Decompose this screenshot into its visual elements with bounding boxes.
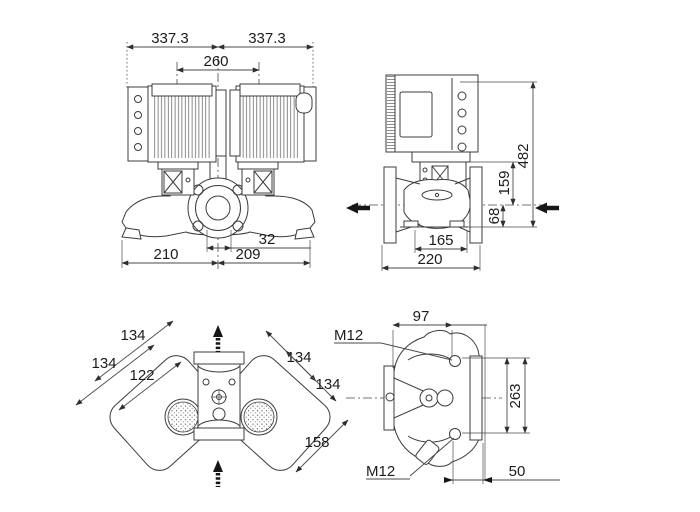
dim-label: 134 bbox=[315, 376, 340, 393]
dim-top-width: 97 bbox=[392, 308, 487, 480]
motor-right bbox=[229, 83, 317, 163]
flow-direction-arrow-left bbox=[346, 202, 370, 214]
dim-label: 263 bbox=[507, 383, 524, 408]
end-flange-left bbox=[383, 365, 395, 431]
foot-pad bbox=[449, 220, 465, 228]
dim-label: 158 bbox=[304, 434, 329, 451]
pump-foot-right bbox=[294, 227, 315, 240]
seal-section-left bbox=[157, 161, 199, 196]
dim-base-left: 210 bbox=[121, 240, 219, 268]
dim-label: 337.3 bbox=[151, 30, 189, 47]
flow-direction-arrow-right bbox=[535, 202, 559, 214]
dim-label: 482 bbox=[515, 143, 532, 168]
dim-right-overall: 134 bbox=[285, 350, 341, 402]
dim-left-overall: 134 bbox=[75, 344, 155, 406]
dim-label: 159 bbox=[496, 170, 513, 195]
dim-label: 122 bbox=[129, 367, 154, 384]
thread-label: M12 bbox=[334, 327, 363, 344]
motor-left bbox=[127, 83, 227, 163]
dim-label: 210 bbox=[153, 246, 178, 263]
dim-inner-width: 165 bbox=[414, 230, 468, 253]
discharge-flange-edge bbox=[469, 355, 483, 441]
dim-port-to-port: 220 bbox=[381, 245, 481, 271]
terminal-box bbox=[385, 74, 479, 153]
dim-overall-left: 337.3 bbox=[126, 30, 219, 88]
flange-bolt-hole bbox=[192, 220, 204, 232]
front-view: 337.3 337.3 260 32 210 209 bbox=[121, 30, 317, 270]
end-housing bbox=[383, 329, 483, 467]
seal-section-right bbox=[237, 161, 279, 196]
dim-port-offset: 32 bbox=[206, 230, 311, 252]
dim-label: 220 bbox=[417, 251, 442, 268]
dim-label: 165 bbox=[428, 232, 453, 249]
thread-callout-top: M12 bbox=[334, 327, 453, 361]
top-pipe-body bbox=[193, 351, 245, 441]
dim-overall-right: 337.3 bbox=[217, 30, 314, 88]
dim-bolt-spacing: 263 bbox=[462, 357, 530, 434]
fan-cover-right bbox=[243, 401, 275, 433]
drain-stub bbox=[415, 439, 440, 465]
thread-callout-bottom: M12 bbox=[366, 437, 455, 480]
dim-label: 32 bbox=[259, 231, 276, 248]
pump-volute-front bbox=[121, 150, 316, 240]
dim-base-right: 209 bbox=[217, 240, 311, 268]
dim-label: 260 bbox=[203, 53, 228, 70]
dim-label: 337.3 bbox=[248, 30, 286, 47]
flow-direction-arrow-top bbox=[213, 325, 223, 352]
dim-label: 134 bbox=[91, 355, 116, 372]
terminal-entry bbox=[295, 92, 313, 114]
top-view: 134 134 122 134 134 158 bbox=[75, 320, 349, 487]
dim-foot-offset: 50 bbox=[444, 441, 560, 484]
thread-label: M12 bbox=[366, 463, 395, 480]
dim-label: 134 bbox=[120, 327, 145, 344]
display-window bbox=[399, 91, 433, 138]
bolt-hole-top bbox=[449, 355, 461, 367]
end-view: 97 M12 M12 263 50 bbox=[334, 308, 560, 484]
bolt-hole-bottom bbox=[449, 428, 461, 440]
dim-right-diagonal: 158 bbox=[295, 419, 349, 473]
dim-center-to-base: 68 bbox=[486, 204, 506, 228]
dim-motor-to-center: 159 bbox=[470, 161, 518, 206]
suction-flange bbox=[187, 177, 249, 239]
dim-motor-spacing: 260 bbox=[176, 53, 260, 73]
foot-pad bbox=[403, 220, 419, 228]
dim-label: 50 bbox=[509, 463, 526, 480]
port-flange-left bbox=[383, 166, 397, 244]
dim-label: 97 bbox=[413, 308, 430, 325]
pump-foot-left bbox=[121, 227, 142, 240]
nameplate-oval bbox=[421, 189, 453, 201]
dim-label: 209 bbox=[235, 246, 260, 263]
dim-left-inner: 122 bbox=[118, 361, 182, 411]
side-view: 482 159 68 165 220 bbox=[346, 74, 559, 271]
pump-side bbox=[383, 151, 483, 244]
dim-label: 68 bbox=[486, 208, 503, 225]
flow-direction-arrow-bottom bbox=[213, 460, 223, 487]
port-flange-right bbox=[469, 166, 483, 244]
flange-bolt-hole bbox=[232, 220, 244, 232]
